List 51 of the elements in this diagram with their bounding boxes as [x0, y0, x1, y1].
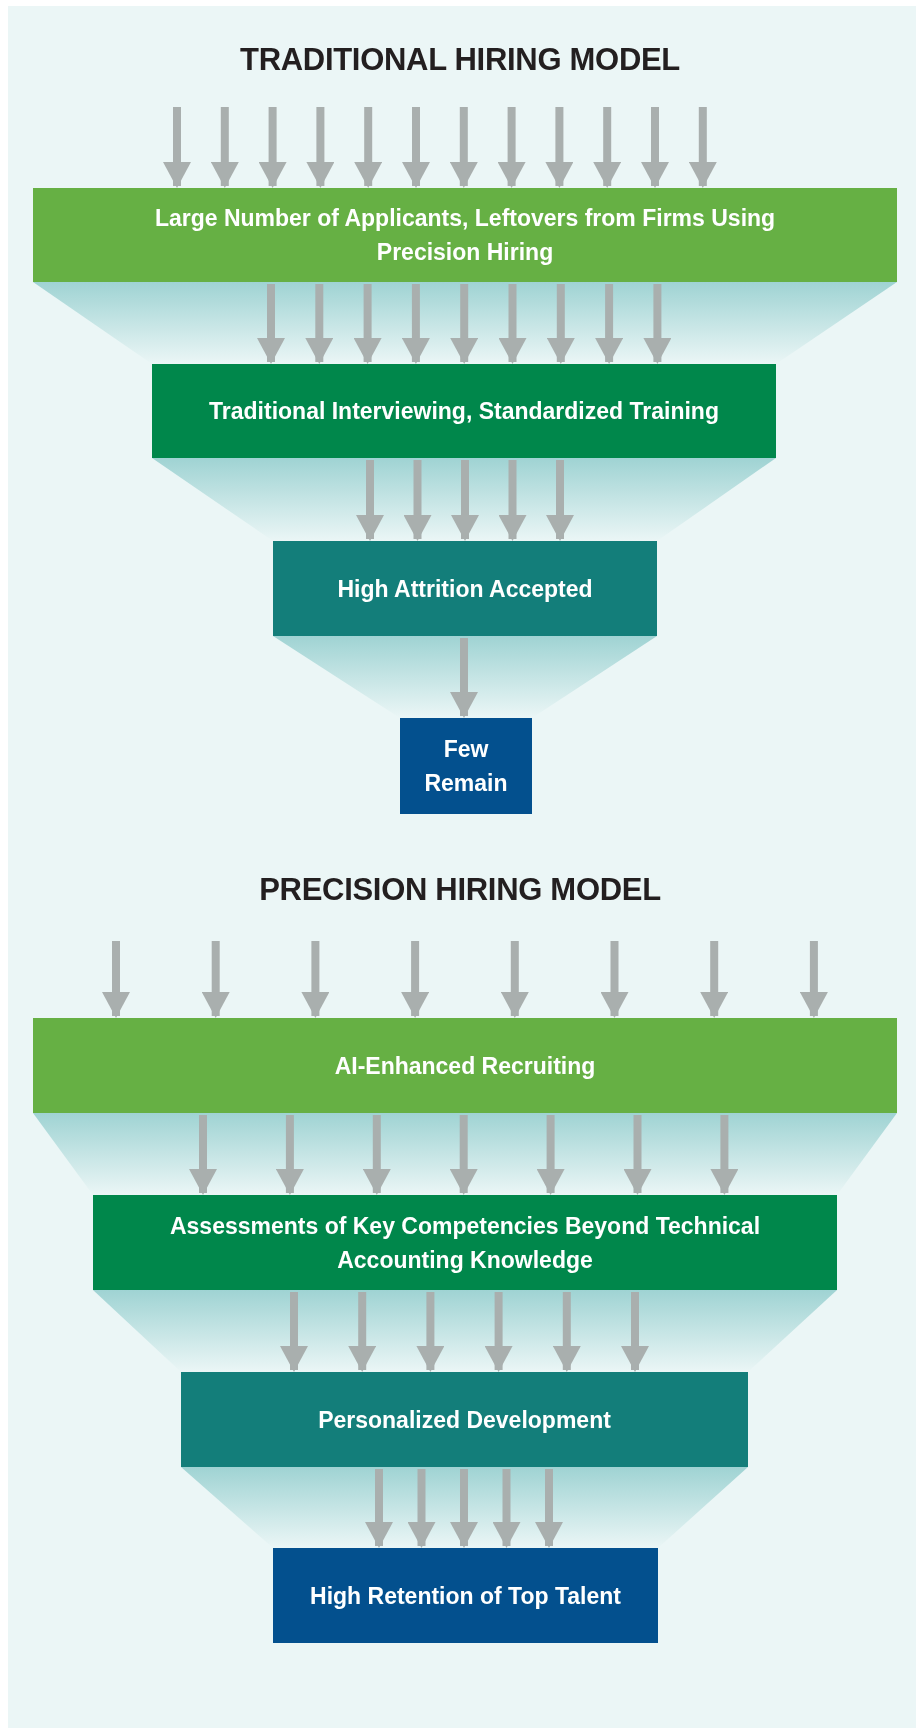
box-label: High Attrition Accepted — [337, 574, 593, 604]
arrow — [621, 1292, 649, 1372]
box-label: Large Number of Applicants, Leftovers from Firms Using Precision Hiring — [153, 204, 777, 267]
process-box — [33, 1018, 897, 1113]
arrow — [449, 1115, 478, 1195]
box-label: Personalized Development — [318, 1405, 611, 1435]
arrow — [535, 1469, 563, 1548]
arrow — [189, 1115, 217, 1195]
box-label: Traditional Interviewing, Standardized Training — [209, 397, 719, 426]
process-box — [273, 1548, 658, 1643]
arrow — [356, 460, 384, 541]
arrow — [623, 1115, 652, 1195]
arrow — [280, 1292, 308, 1372]
arrow — [401, 284, 430, 364]
arrow — [362, 1115, 391, 1195]
arrow — [546, 460, 574, 541]
arrow — [353, 284, 382, 364]
box-label: High Retention of Top Talent — [310, 1581, 621, 1611]
arrow — [403, 460, 432, 541]
arrow — [407, 1469, 436, 1548]
process-box — [33, 188, 897, 282]
arrow — [552, 1292, 581, 1372]
process-box — [152, 364, 776, 458]
process-box — [273, 541, 657, 636]
arrow — [536, 1115, 565, 1195]
process-box — [93, 1195, 837, 1290]
process-box — [181, 1372, 748, 1467]
arrow — [451, 460, 479, 541]
arrow — [450, 284, 479, 364]
box-label: Few Remain — [423, 735, 509, 798]
box-label: AI-Enhanced Recruiting — [334, 1051, 596, 1081]
arrow — [710, 1115, 739, 1195]
section-heading: TRADITIONAL HIRING MODEL — [239, 42, 681, 78]
box-label: Assessments of Key Competencies Beyond Technical Accounting Knowledge — [168, 1211, 762, 1275]
section-heading: PRECISION HIRING MODEL — [258, 872, 662, 908]
arrow — [643, 284, 672, 364]
arrow — [450, 638, 478, 718]
arrow — [546, 284, 575, 364]
arrow — [365, 1469, 393, 1548]
arrow — [275, 1115, 304, 1195]
arrow — [498, 284, 527, 364]
arrow — [498, 460, 527, 541]
arrow — [484, 1292, 513, 1372]
arrow — [595, 284, 624, 364]
arrow — [492, 1469, 521, 1548]
process-box — [400, 718, 532, 814]
arrow — [450, 1469, 478, 1548]
arrow — [257, 284, 285, 364]
arrow — [416, 1292, 445, 1372]
arrow — [348, 1292, 377, 1372]
arrow — [305, 284, 334, 364]
